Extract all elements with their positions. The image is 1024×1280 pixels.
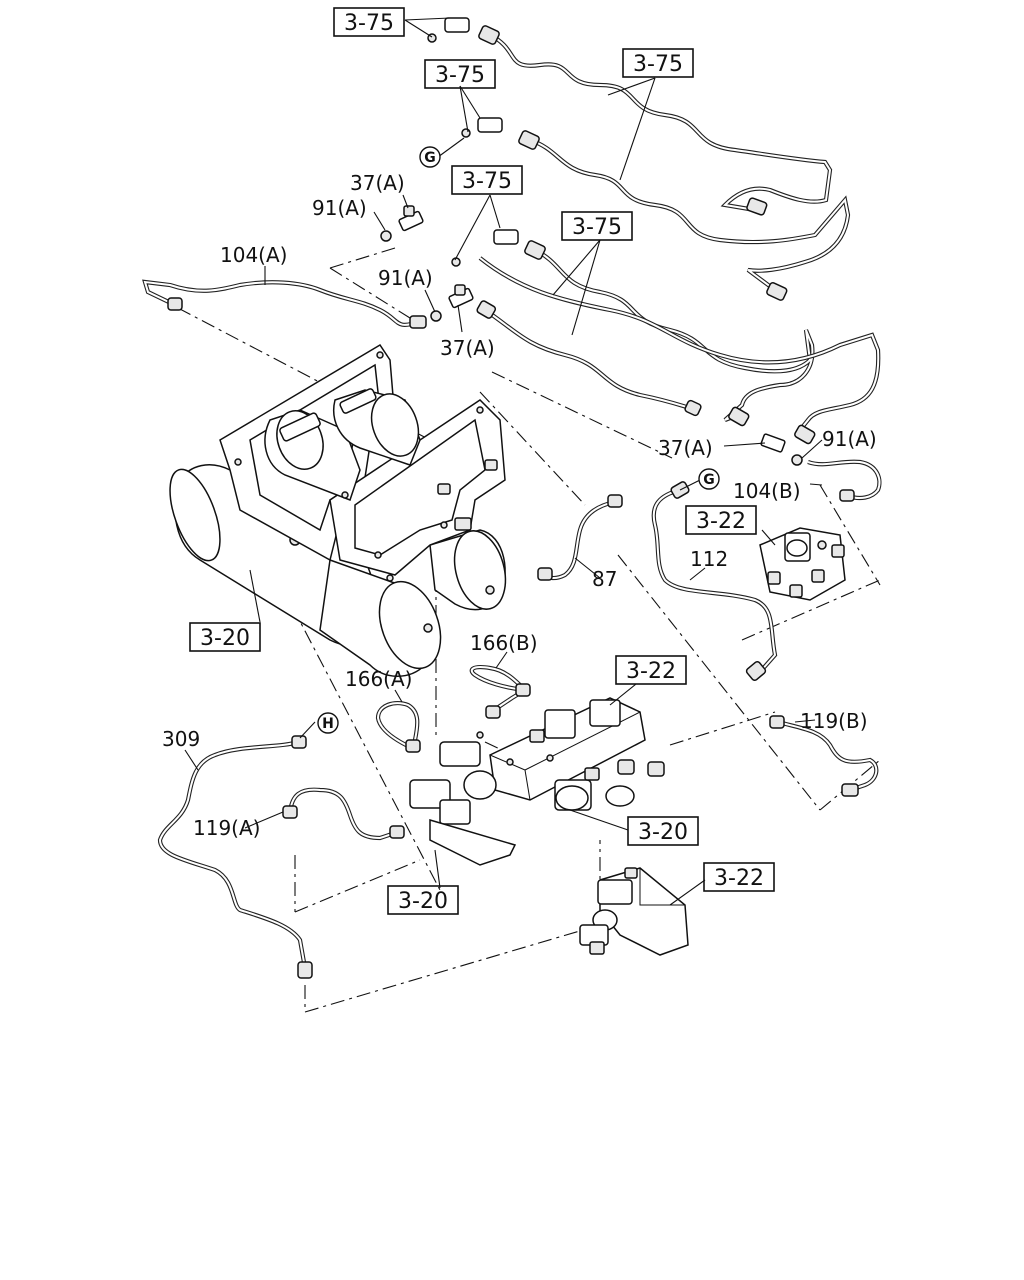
label-87: 87 [592, 567, 617, 591]
fitting-top-1 [478, 25, 500, 45]
fitting-top-4 [476, 300, 497, 319]
tee-top-2 [461, 117, 503, 138]
fitting-119b-a [769, 715, 785, 729]
ref-box-3-75-c: 3-75 [622, 48, 694, 78]
fitting-166b [485, 705, 501, 719]
svg-text:3-20: 3-20 [200, 626, 250, 651]
label-37a-3: 37(A) [658, 436, 713, 460]
svg-text:3-22: 3-22 [714, 866, 764, 891]
fitting-104a-2 [409, 315, 427, 329]
fitting-top-2 [518, 130, 540, 150]
ref-box-3-22-b: 3-22 [615, 655, 687, 685]
fitting-119a-b [389, 825, 405, 839]
fitting-end-3 [728, 406, 750, 427]
nipple-37a-3 [760, 433, 786, 453]
fitting-166a [405, 739, 421, 753]
washer-91a-3 [791, 454, 803, 466]
label-104a: 104(A) [220, 243, 287, 267]
fitting-309a [291, 735, 307, 749]
ref-box-3-75-a: 3-75 [333, 7, 405, 37]
label-91a-2: 91(A) [378, 266, 433, 290]
fitting-119a-a [282, 805, 298, 819]
reference-dash-lines [177, 247, 881, 1013]
circle-marker-h-1: H [317, 712, 339, 734]
svg-text:3-20: 3-20 [638, 820, 688, 845]
fitting-112b [745, 660, 767, 682]
svg-text:3-75: 3-75 [344, 11, 394, 36]
nipple-37a-1 [398, 205, 424, 232]
pipe-119b [777, 719, 879, 792]
fitting-104a [167, 297, 183, 311]
pipe-104a [142, 279, 419, 327]
fitting-87b [537, 567, 553, 581]
label-37a-2: 37(A) [440, 336, 495, 360]
label-119a: 119(A) [193, 816, 260, 840]
valve-manifold-center [409, 697, 665, 866]
top-brake-pipes [478, 33, 881, 432]
fitting-end-1 [746, 197, 768, 216]
svg-text:3-22: 3-22 [696, 509, 746, 534]
fitting-309b [297, 961, 313, 979]
fitting-104b [839, 489, 855, 502]
pipe-104b [807, 459, 882, 501]
ref-box-3-22-a: 3-22 [685, 505, 757, 535]
fitting-end-4 [684, 399, 702, 417]
pipe-fittings [167, 25, 859, 979]
label-91a-3: 91(A) [822, 427, 877, 451]
ref-box-3-22-c: 3-22 [703, 862, 775, 892]
ref-box-3-75-d: 3-75 [451, 165, 523, 195]
ref-box-3-20-c: 3-20 [387, 885, 459, 915]
washer-91a-1 [380, 230, 392, 242]
tee-top-1 [427, 17, 470, 43]
fitting-end-2 [766, 281, 788, 301]
label-91a-1: 91(A) [312, 196, 367, 220]
label-309: 309 [162, 727, 200, 751]
pipe-309 [157, 739, 308, 969]
fitting-end-5 [794, 424, 816, 445]
svg-text:G: G [424, 150, 436, 166]
ref-box-3-75-e: 3-75 [561, 211, 633, 241]
ref-box-3-20-b: 3-20 [627, 816, 699, 846]
label-166a: 166(A) [345, 667, 412, 691]
svg-text:G: G [703, 472, 715, 488]
nipple-37a-2 [448, 284, 474, 309]
fitting-87a [607, 494, 623, 508]
label-112: 112 [690, 547, 728, 571]
washer-91a-2 [430, 310, 442, 322]
svg-text:3-75: 3-75 [435, 63, 485, 88]
label-119b: 119(B) [800, 709, 868, 733]
circle-marker-g-2: G [698, 468, 720, 490]
pipe-166a [375, 701, 420, 750]
svg-text:H: H [322, 716, 334, 732]
circle-marker-g-1: G [419, 146, 441, 168]
pipe-119a [287, 787, 399, 841]
leader-lines [184, 17, 823, 906]
valve-block-lower-right [579, 867, 689, 956]
fitting-166b-2 [515, 683, 531, 697]
ref-box-3-20-a: 3-20 [189, 622, 261, 652]
svg-text:3-22: 3-22 [626, 659, 676, 684]
label-166b: 166(B) [470, 631, 538, 655]
fitting-119b-b [841, 783, 859, 797]
svg-text:3-75: 3-75 [633, 52, 683, 77]
fitting-top-3 [524, 240, 546, 260]
air-tank-assembly [169, 343, 507, 677]
label-37a-1: 37(A) [350, 171, 405, 195]
label-104b: 104(B) [733, 479, 801, 503]
pipe-112 [651, 487, 778, 674]
svg-text:3-75: 3-75 [462, 169, 512, 194]
svg-text:3-75: 3-75 [572, 215, 622, 240]
relay-valve-right [759, 527, 846, 601]
ref-box-3-75-b: 3-75 [424, 59, 496, 89]
svg-text:3-20: 3-20 [398, 889, 448, 914]
